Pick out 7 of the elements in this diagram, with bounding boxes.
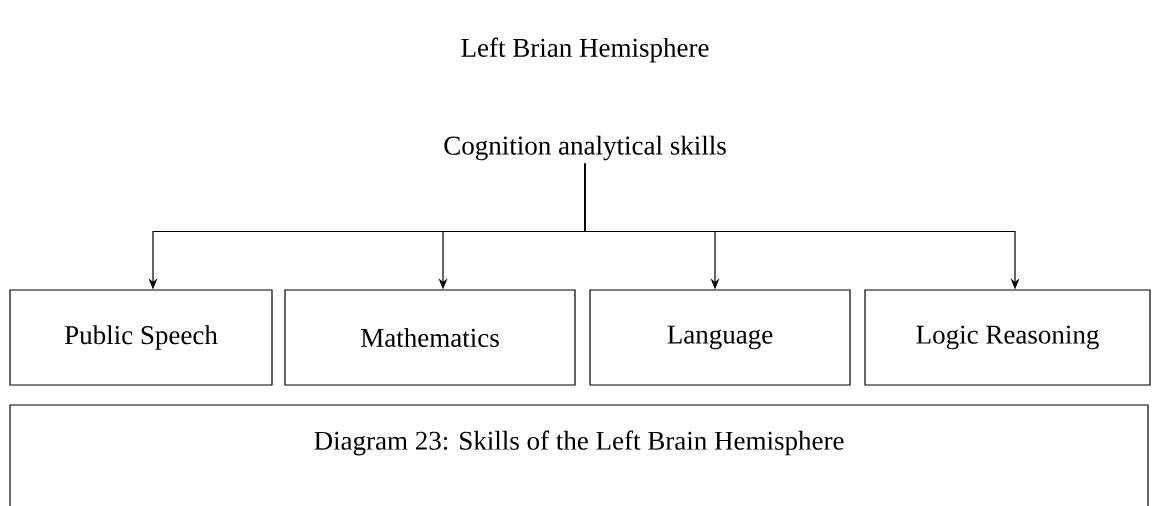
skill-box: Logic Reasoning <box>864 289 1151 386</box>
skill-box: Public Speech <box>9 289 273 386</box>
heading-text: Cognition analytical skills <box>444 135 726 161</box>
skill-box: Language <box>589 289 851 386</box>
title: Left Brian Hemisphere <box>461 37 709 63</box>
skill-box: Mathematics <box>284 289 576 386</box>
caption-box: Diagram 23: Skills of the Left Brain Hemisphere <box>9 404 1149 506</box>
